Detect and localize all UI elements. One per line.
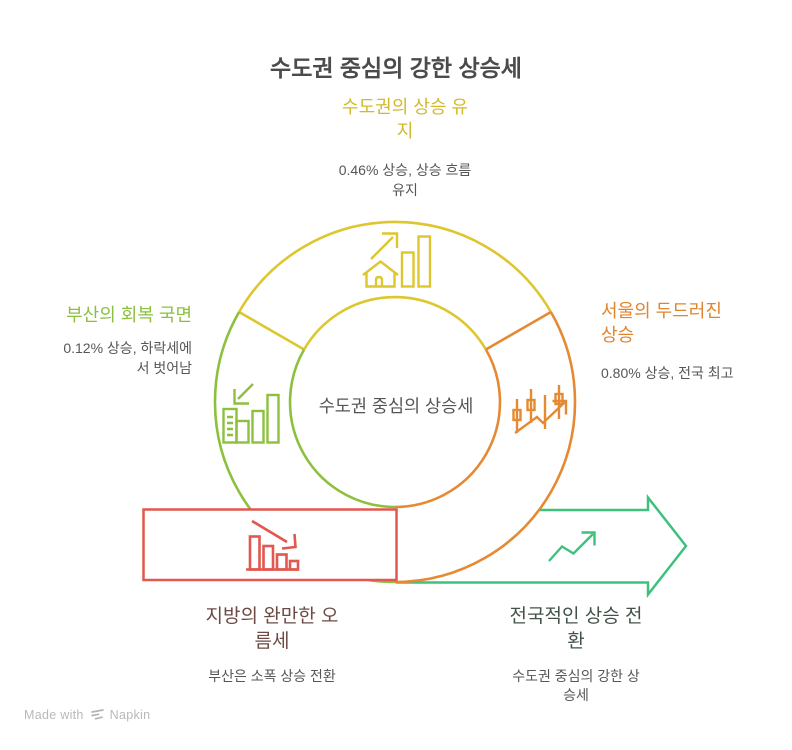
heading-line: 지방의 완만한 오: [205, 606, 339, 627]
declining-bar-chart-icon: [246, 519, 300, 571]
segment-metro-top: [237, 220, 553, 351]
building-bars-decline-arrow-icon: [222, 383, 280, 444]
inner-arc-left: [288, 348, 396, 509]
heading-line: 전국적인 상승 전: [509, 606, 643, 627]
heading-line: 름세: [254, 631, 290, 653]
inner-arc-right: [394, 348, 502, 509]
inner-arc-top: [302, 295, 488, 351]
watermark-prefix: Made with: [24, 708, 84, 722]
page-title: 수도권 중심의 강한 상승세: [270, 55, 522, 81]
section-top-label: 수도권의 상승 유 지 0.46% 상승, 상승 흐름 유지: [293, 96, 517, 201]
heading-line: 부산의 회복 국면: [66, 305, 192, 325]
detail-line: 0.12% 상승, 하락세에: [63, 339, 192, 356]
regional-box: [142, 508, 398, 582]
candlestick-uptrend-icon: [512, 385, 568, 434]
section-left-detail: 0.12% 상승, 하락세에 서 벗어남: [18, 339, 192, 379]
detail-line: 0.80% 상승, 전국 최고: [601, 364, 734, 381]
outer-arc-right: [394, 311, 577, 584]
section-right-heading: 서울의 두드러진 상승: [601, 300, 773, 348]
section-left-heading: 부산의 회복 국면: [18, 304, 192, 328]
segment-seoul-right: [394, 310, 577, 584]
nationwide-rise-arrow: [395, 493, 688, 599]
heading-line: 수도권의 상승 유: [342, 97, 468, 117]
divider-top-right: [485, 310, 552, 351]
watermark: Made with Napkin: [24, 708, 150, 722]
detail-line: 유지: [392, 181, 418, 198]
section-bottom-right-heading: 전국적인 상승 전 환: [482, 604, 670, 655]
section-bottom-right-detail: 수도권 중심의 강한 상 승세: [482, 667, 670, 707]
section-left-label: 부산의 회복 국면 0.12% 상승, 하락세에 서 벗어남: [18, 304, 192, 379]
uptrend-line-icon: [548, 531, 596, 562]
arrow-outline: [395, 493, 688, 599]
section-bottom-left-label: 지방의 완만한 오 름세 부산은 소폭 상승 전환: [178, 604, 366, 686]
watermark-brand: Napkin: [109, 708, 151, 722]
detail-line: 부산은 소폭 상승 전환: [208, 667, 336, 684]
detail-line: 서 벗어남: [136, 359, 192, 376]
outer-arc-top: [237, 220, 553, 313]
napkin-logo-icon: [90, 709, 104, 720]
heading-line: 환: [567, 631, 585, 653]
house-growth-icon: [362, 232, 432, 288]
section-top-heading: 수도권의 상승 유 지: [293, 96, 517, 144]
section-bottom-left-detail: 부산은 소폭 상승 전환: [178, 667, 366, 687]
section-bottom-right-label: 전국적인 상승 전 환 수도권 중심의 강한 상 승세: [482, 604, 670, 706]
detail-line: 수도권 중심의 강한 상: [512, 667, 640, 684]
section-right-label: 서울의 두드러진 상승 0.80% 상승, 전국 최고: [601, 300, 773, 384]
section-bottom-left-heading: 지방의 완만한 오 름세: [178, 604, 366, 655]
heading-line: 상승: [601, 324, 635, 345]
center-label: 수도권 중심의 상승세: [318, 396, 474, 416]
section-right-detail: 0.80% 상승, 전국 최고: [601, 364, 773, 384]
section-top-detail: 0.46% 상승, 상승 흐름 유지: [293, 161, 517, 201]
heading-line: 서울의 두드러진: [601, 301, 722, 321]
divider-top-left: [238, 310, 305, 351]
detail-line: 0.46% 상승, 상승 흐름: [338, 161, 472, 178]
detail-line: 승세: [563, 687, 589, 704]
heading-line: 지: [396, 120, 414, 141]
donut-ring-body: [215, 222, 575, 582]
